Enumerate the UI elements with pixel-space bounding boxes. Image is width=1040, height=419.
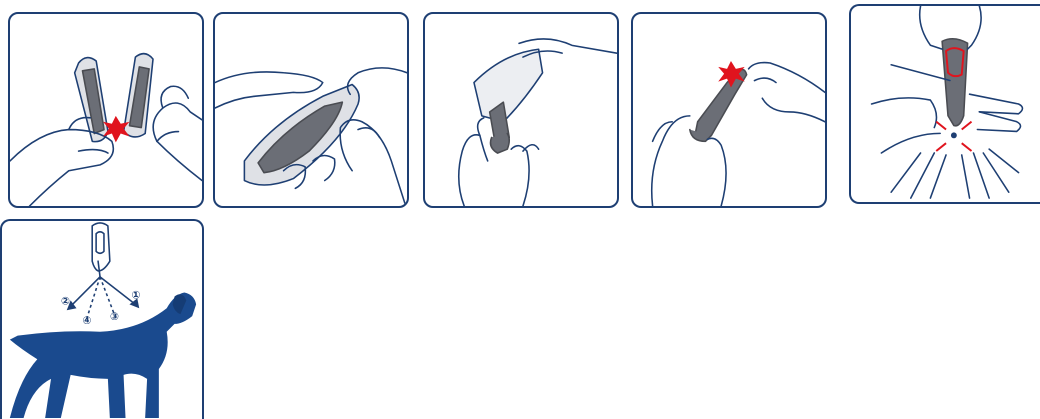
step-1-panel: [8, 12, 204, 208]
application-point-2: ②: [61, 294, 70, 307]
snap-off-pipette-tip-icon: [633, 14, 825, 206]
part-fur-apply-pipette-icon: [851, 6, 1040, 202]
application-point-1: ①: [131, 288, 140, 301]
step-6-panel: ② ① ④ ③: [0, 219, 204, 419]
dog-application-points-icon: ② ① ④ ③: [2, 221, 202, 419]
step-4-panel: [631, 12, 827, 208]
step-2-panel: [213, 12, 409, 208]
application-point-3: ③: [110, 310, 119, 323]
remove-pipette-from-pack-icon: [425, 14, 617, 206]
step-5-panel: [849, 4, 1040, 204]
open-blister-pack-icon: [215, 14, 407, 206]
tear-pipette-from-strip-icon: [10, 14, 202, 206]
dog-silhouette: [10, 293, 196, 418]
step-3-panel: [423, 12, 619, 208]
application-point-4: ④: [82, 314, 91, 327]
